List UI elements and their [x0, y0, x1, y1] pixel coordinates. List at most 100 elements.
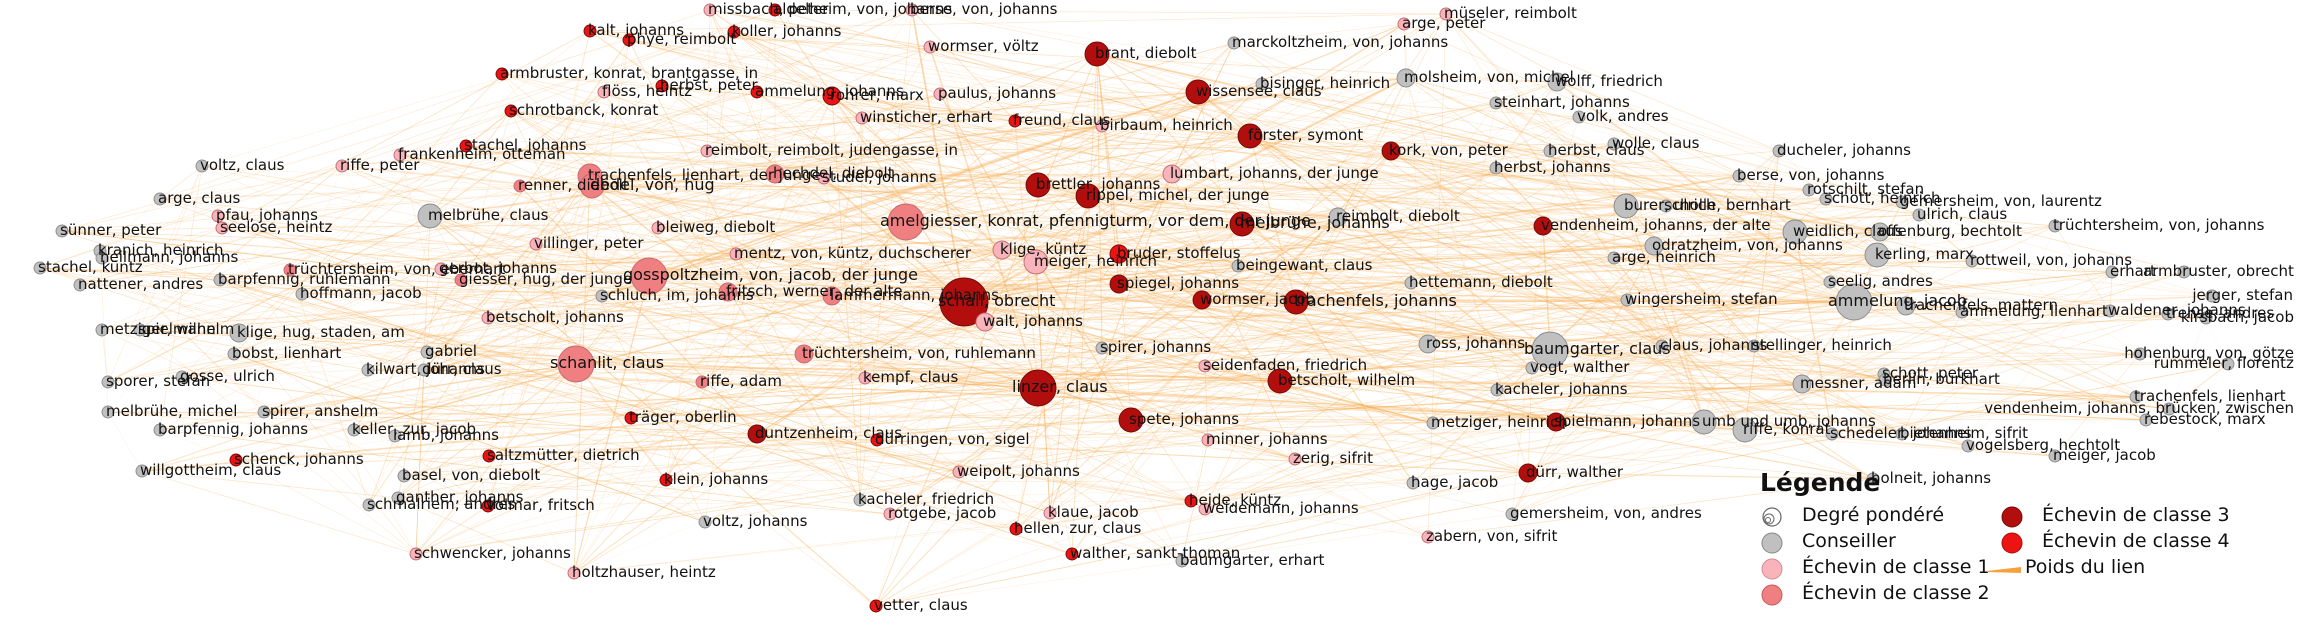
graph-node[interactable]	[1819, 192, 1833, 206]
graph-node[interactable]	[2048, 219, 2062, 233]
graph-node[interactable]	[213, 273, 227, 287]
graph-node[interactable]	[858, 371, 872, 385]
graph-node[interactable]	[1955, 305, 1969, 319]
graph-node[interactable]	[1231, 259, 1245, 273]
graph-node[interactable]	[853, 493, 867, 507]
graph-node[interactable]	[747, 424, 767, 444]
graph-node[interactable]	[397, 469, 411, 483]
graph-node[interactable]	[1607, 137, 1621, 151]
graph-node[interactable]	[1421, 530, 1435, 544]
graph-node[interactable]	[992, 240, 1012, 260]
graph-node[interactable]	[655, 79, 669, 93]
graph-node[interactable]	[2161, 307, 2175, 321]
graph-node[interactable]	[2105, 265, 2119, 279]
graph-node[interactable]	[557, 345, 595, 383]
graph-node[interactable]	[229, 453, 243, 467]
graph-node[interactable]	[1870, 222, 1890, 242]
graph-node[interactable]	[1572, 110, 1586, 124]
graph-node[interactable]	[768, 3, 782, 17]
graph-node[interactable]	[1620, 293, 1634, 307]
graph-node[interactable]	[1237, 123, 1263, 149]
graph-node[interactable]	[417, 363, 431, 377]
graph-node[interactable]	[1439, 7, 1453, 21]
graph-node[interactable]	[95, 323, 109, 337]
graph-node[interactable]	[135, 464, 149, 478]
graph-node[interactable]	[229, 323, 249, 343]
graph-node[interactable]	[454, 273, 468, 287]
graph-node[interactable]	[870, 433, 884, 447]
graph-node[interactable]	[211, 209, 225, 223]
graph-node[interactable]	[695, 375, 709, 389]
graph-node[interactable]	[1201, 433, 1215, 447]
graph-node[interactable]	[1255, 77, 1269, 91]
graph-node[interactable]	[1065, 547, 1079, 561]
graph-node[interactable]	[2103, 304, 2117, 318]
graph-node[interactable]	[1864, 242, 1890, 268]
graph-node[interactable]	[215, 221, 229, 235]
graph-node[interactable]	[718, 282, 738, 302]
graph-node[interactable]	[153, 192, 167, 206]
graph-node[interactable]	[1283, 289, 1309, 315]
graph-node[interactable]	[133, 323, 147, 337]
graph-node[interactable]	[1792, 374, 1812, 394]
graph-node[interactable]	[1866, 472, 1880, 486]
graph-node[interactable]	[1023, 249, 1049, 275]
graph-node[interactable]	[1691, 409, 1717, 435]
graph-node[interactable]	[595, 289, 609, 303]
graph-node[interactable]	[1490, 383, 1504, 397]
graph-node[interactable]	[703, 3, 717, 17]
graph-node[interactable]	[420, 345, 434, 359]
graph-node[interactable]	[495, 67, 509, 81]
graph-node[interactable]	[504, 104, 518, 118]
graph-node[interactable]	[1613, 193, 1639, 219]
graph-node[interactable]	[2048, 449, 2062, 463]
graph-node[interactable]	[1019, 369, 1057, 407]
graph-node[interactable]	[55, 224, 69, 238]
graph-node[interactable]	[1095, 341, 1109, 355]
graph-node[interactable]	[101, 405, 115, 419]
graph-node[interactable]	[1184, 494, 1198, 508]
graph-node[interactable]	[1659, 199, 1673, 213]
graph-node[interactable]	[624, 411, 638, 425]
graph-node[interactable]	[393, 148, 407, 162]
graph-node[interactable]	[1288, 452, 1302, 466]
graph-node[interactable]	[1547, 72, 1567, 92]
graph-node[interactable]	[1823, 275, 1837, 289]
graph-node[interactable]	[153, 423, 167, 437]
graph-node[interactable]	[855, 111, 869, 125]
graph-node[interactable]	[1772, 144, 1786, 158]
graph-node[interactable]	[1418, 334, 1438, 354]
graph-node[interactable]	[335, 159, 349, 173]
graph-node[interactable]	[283, 263, 297, 277]
graph-node[interactable]	[1328, 207, 1348, 227]
graph-node[interactable]	[459, 139, 473, 153]
graph-node[interactable]	[1025, 172, 1051, 198]
graph-node[interactable]	[1895, 195, 1909, 209]
graph-node[interactable]	[347, 423, 361, 437]
graph-node[interactable]	[434, 262, 448, 276]
graph-node[interactable]	[1118, 407, 1144, 433]
graph-node[interactable]	[1267, 368, 1293, 394]
graph-node[interactable]	[794, 344, 814, 364]
graph-node[interactable]	[1008, 114, 1022, 128]
graph-node[interactable]	[1518, 463, 1538, 483]
graph-node[interactable]	[2133, 347, 2147, 361]
graph-node[interactable]	[1531, 331, 1569, 369]
graph-node[interactable]	[1406, 476, 1420, 490]
graph-node[interactable]	[905, 3, 919, 17]
graph-node[interactable]	[887, 203, 925, 241]
graph-node[interactable]	[1075, 183, 1101, 209]
graph-node[interactable]	[1505, 507, 1519, 521]
graph-node[interactable]	[2162, 402, 2176, 416]
graph-node[interactable]	[2205, 289, 2219, 303]
graph-node[interactable]	[529, 237, 543, 251]
graph-node[interactable]	[651, 221, 665, 235]
graph-node[interactable]	[1227, 36, 1241, 50]
graph-node[interactable]	[1825, 427, 1839, 441]
graph-node[interactable]	[765, 164, 785, 184]
graph-node[interactable]	[1782, 219, 1808, 245]
graph-node[interactable]	[1732, 417, 1758, 443]
graph-node[interactable]	[1896, 296, 1916, 316]
graph-node[interactable]	[700, 144, 714, 158]
graph-node[interactable]	[1607, 251, 1621, 265]
